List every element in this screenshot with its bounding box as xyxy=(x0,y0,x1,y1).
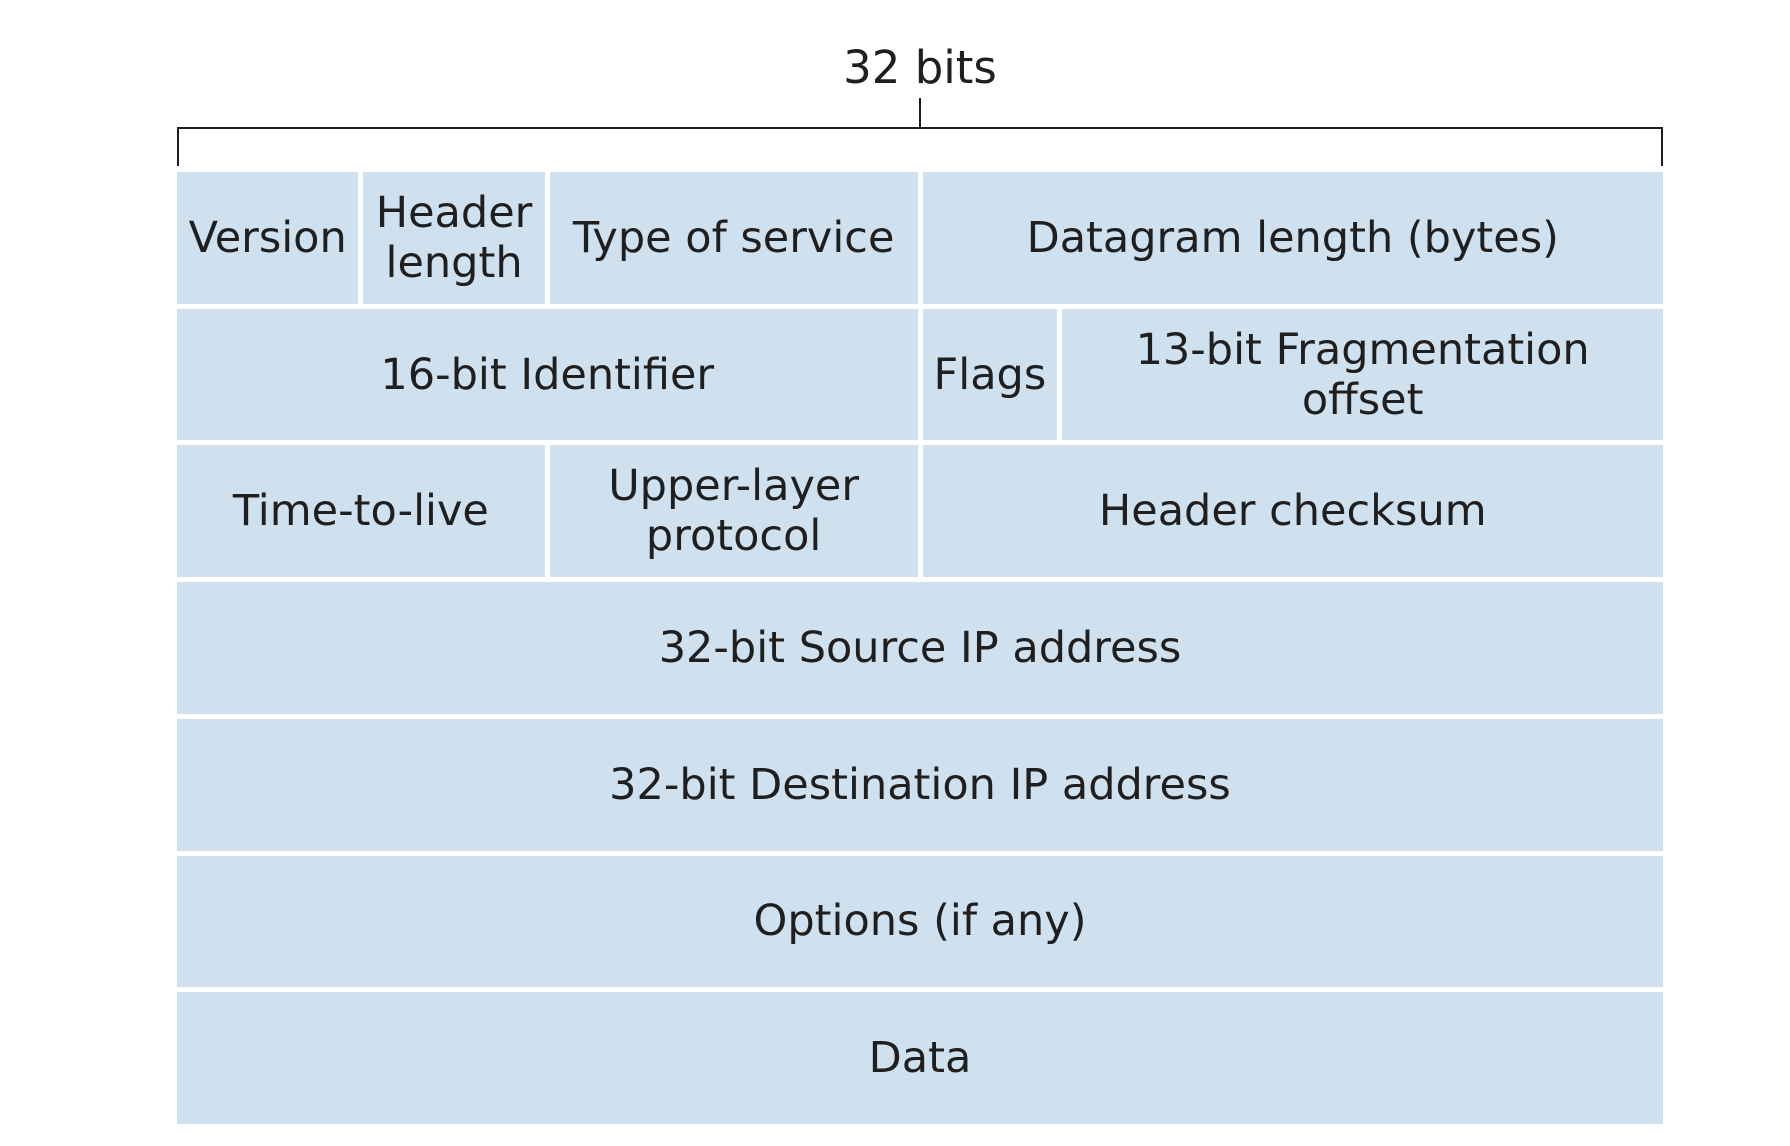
identifier-field: 16-bit Identifier xyxy=(177,308,918,441)
bit-width-bracket xyxy=(177,98,1663,166)
type-of-service-field: Type of service xyxy=(549,172,918,304)
version-field-label: Version xyxy=(188,212,347,263)
datagram-length-field: Datagram length (bytes) xyxy=(922,172,1663,304)
upper-layer-protocol-field-label: Upper-layer protocol xyxy=(608,461,860,562)
source-ip-address-field-label: 32-bit Source IP address xyxy=(658,622,1182,673)
data-field-label: Data xyxy=(868,1033,972,1084)
time-to-live-field: Time-to-live xyxy=(177,445,545,578)
destination-ip-address-field: 32-bit Destination IP address xyxy=(177,718,1663,851)
ip-datagram-format: Version Header length Type of service Da… xyxy=(177,172,1663,1124)
flags-field: Flags xyxy=(922,308,1058,441)
upper-layer-protocol-field: Upper-layer protocol xyxy=(549,445,918,578)
datagram-length-field-label: Datagram length (bytes) xyxy=(1026,212,1559,263)
source-ip-address-field: 32-bit Source IP address xyxy=(177,582,1663,714)
time-to-live-field-label: Time-to-live xyxy=(232,486,489,537)
header-length-field: Header length xyxy=(363,172,545,304)
identifier-field-label: 16-bit Identifier xyxy=(380,349,715,400)
flags-field-label: Flags xyxy=(933,349,1047,400)
type-of-service-field-label: Type of service xyxy=(572,212,895,263)
destination-ip-address-field-label: 32-bit Destination IP address xyxy=(609,759,1231,810)
data-field: Data xyxy=(177,992,1663,1124)
header-checksum-field-label: Header checksum xyxy=(1098,486,1487,537)
version-field: Version xyxy=(177,172,359,304)
fragmentation-offset-field-label: 13-bit Fragmentation offset xyxy=(1135,324,1590,425)
header-checksum-field: Header checksum xyxy=(922,445,1663,578)
options-field-label: Options (if any) xyxy=(753,896,1087,947)
options-field: Options (if any) xyxy=(177,855,1663,988)
header-length-field-label: Header length xyxy=(375,187,533,288)
fragmentation-offset-field: 13-bit Fragmentation offset xyxy=(1062,308,1663,441)
bit-width-label: 32 bits xyxy=(843,41,997,94)
